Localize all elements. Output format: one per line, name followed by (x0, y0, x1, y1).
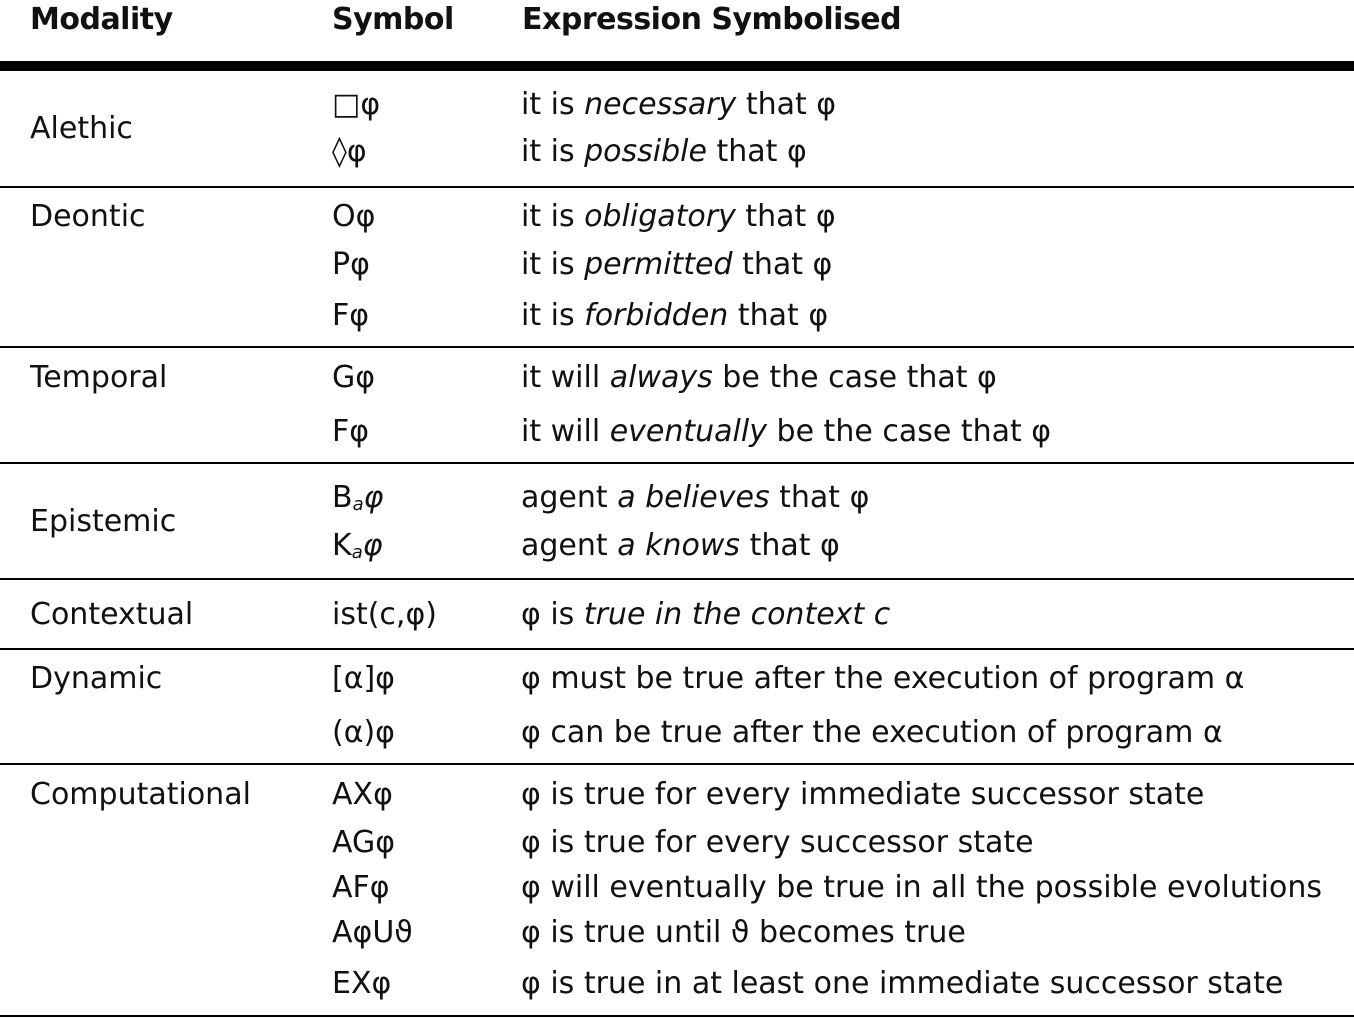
symbol-eventually: Fφ (332, 414, 370, 449)
expression-can: φ can be true after the execution of pro… (521, 715, 1223, 750)
symbol-ex: EXφ (332, 966, 392, 1001)
symbol-must: [α]φ (332, 661, 395, 696)
symbol-permitted: Pφ (332, 247, 370, 282)
expression-eventually: it will eventually be the case that φ (521, 414, 1052, 449)
expression-knows: agent a knows that φ (521, 528, 840, 563)
expression-necessary: it is necessary that φ (521, 87, 837, 122)
expression-possible: it is possible that φ (521, 134, 807, 169)
row-divider (0, 578, 1354, 580)
header-rule (0, 61, 1354, 71)
modality-deontic: Deontic (30, 199, 146, 234)
symbol-forbidden: Fφ (332, 298, 370, 333)
expression-au: φ is true until ϑ becomes true (521, 915, 966, 950)
row-divider (0, 462, 1354, 464)
expression-must: φ must be true after the execution of pr… (521, 661, 1245, 696)
symbol-always: Gφ (332, 360, 376, 395)
header-symbol: Symbol (332, 2, 454, 37)
modality-computational: Computational (30, 777, 251, 812)
symbol-ag: AGφ (332, 825, 396, 860)
symbol-can: (α)φ (332, 715, 395, 750)
expression-context: φ is true in the context c (521, 597, 891, 632)
header-modality: Modality (30, 2, 173, 37)
expression-ag: φ is true for every successor state (521, 825, 1034, 860)
symbol-possible: ◊φ (332, 134, 367, 169)
symbol-necessary: □φ (332, 87, 381, 122)
modality-dynamic: Dynamic (30, 661, 163, 696)
row-divider (0, 648, 1354, 650)
symbol-obligatory: Oφ (332, 199, 376, 234)
symbol-af: AFφ (332, 870, 390, 905)
expression-forbidden: it is forbidden that φ (521, 298, 829, 333)
expression-permitted: it is permitted that φ (521, 247, 833, 282)
symbol-au: AφUϑ (332, 915, 413, 950)
row-divider (0, 763, 1354, 765)
table-bottom-rule (0, 1015, 1354, 1017)
expression-believes: agent a believes that φ (521, 480, 870, 515)
expression-obligatory: it is obligatory that φ (521, 199, 836, 234)
table-header: Modality Symbol Expression Symbolised (0, 0, 1354, 44)
row-divider (0, 346, 1354, 348)
modality-contextual: Contextual (30, 597, 194, 632)
symbol-believes: Baφ (332, 480, 384, 515)
expression-ax: φ is true for every immediate successor … (521, 777, 1205, 812)
modality-temporal: Temporal (30, 360, 168, 395)
expression-ex: φ is true in at least one immediate succ… (521, 966, 1284, 1001)
modality-alethic: Alethic (30, 111, 133, 146)
expression-always: it will always be the case that φ (521, 360, 997, 395)
row-divider (0, 186, 1354, 188)
expression-af: φ will eventually be true in all the pos… (521, 870, 1322, 905)
header-expression: Expression Symbolised (522, 2, 902, 37)
modality-epistemic: Epistemic (30, 504, 177, 539)
symbol-knows: Kaφ (332, 528, 383, 563)
symbol-context: ist(c,φ) (332, 597, 437, 632)
symbol-ax: AXφ (332, 777, 393, 812)
